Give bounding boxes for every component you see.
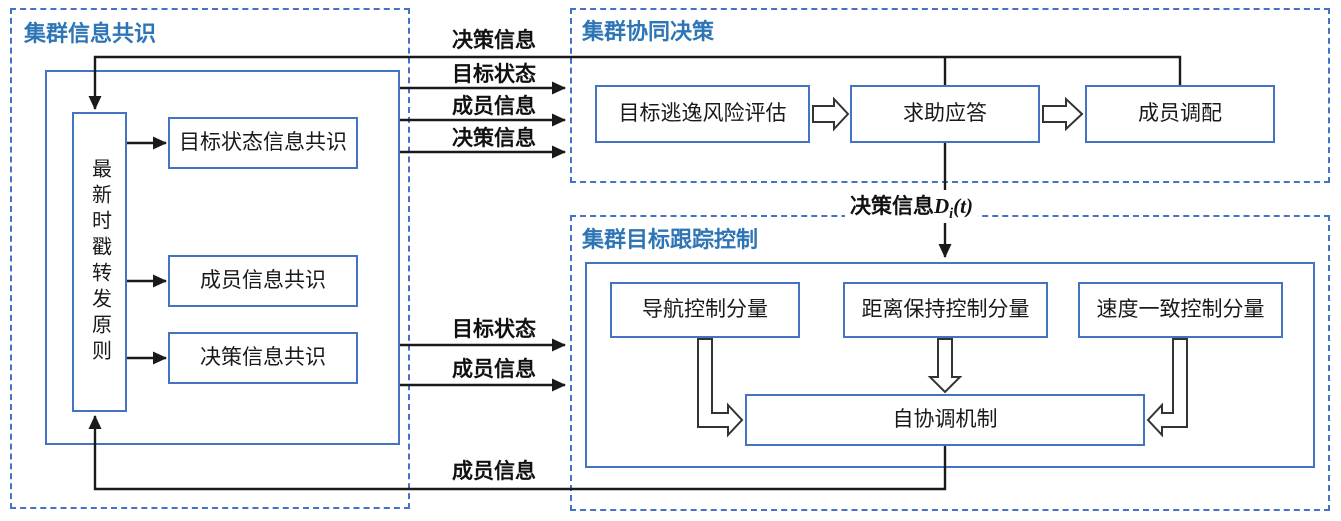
label-member-info-to-tracking: 成员信息 (452, 358, 536, 381)
label-target-state-to-tracking: 目标状态 (452, 318, 536, 341)
label-member-info-to-decision: 成员信息 (452, 95, 536, 118)
label-top-feedback-decision-info: 决策信息 (452, 29, 536, 52)
decision-section-title: 集群协同决策 (582, 19, 715, 44)
label-decision-output-prefix: 决策信息 (850, 195, 934, 218)
tracking-section-title: 集群目标跟踪控制 (582, 227, 759, 252)
label-decision-output: 决策信息Di(t) (845, 190, 978, 224)
node-help-response: 求助应答 (850, 85, 1040, 143)
node-self-coordination-mechanism: 自协调机制 (745, 394, 1145, 446)
node-target-state-consensus: 目标状态信息共识 (168, 117, 358, 169)
label-decision-output-subscript: i (949, 206, 954, 223)
node-navigation-control: 导航控制分量 (610, 282, 800, 338)
node-distance-keeping-control: 距离保持控制分量 (843, 282, 1048, 338)
label-decision-output-arg: (t) (953, 194, 973, 218)
node-velocity-consensus-control: 速度一致控制分量 (1078, 282, 1283, 338)
label-bottom-feedback-member-info: 成员信息 (452, 460, 536, 483)
node-member-allocation: 成员调配 (1085, 85, 1275, 143)
label-decision-output-variable: D (934, 194, 950, 218)
consensus-section-frame (10, 8, 410, 509)
label-target-state-to-decision: 目标状态 (452, 63, 536, 86)
consensus-section-title: 集群信息共识 (24, 21, 157, 46)
label-decision-info-to-decision: 决策信息 (452, 127, 536, 150)
node-decision-info-consensus: 决策信息共识 (168, 332, 358, 384)
node-escape-risk-assessment: 目标逃逸风险评估 (595, 85, 810, 143)
node-member-info-consensus: 成员信息共识 (168, 255, 358, 307)
node-latest-timestamp-principle: 最新时戳转发原则 (72, 112, 127, 412)
